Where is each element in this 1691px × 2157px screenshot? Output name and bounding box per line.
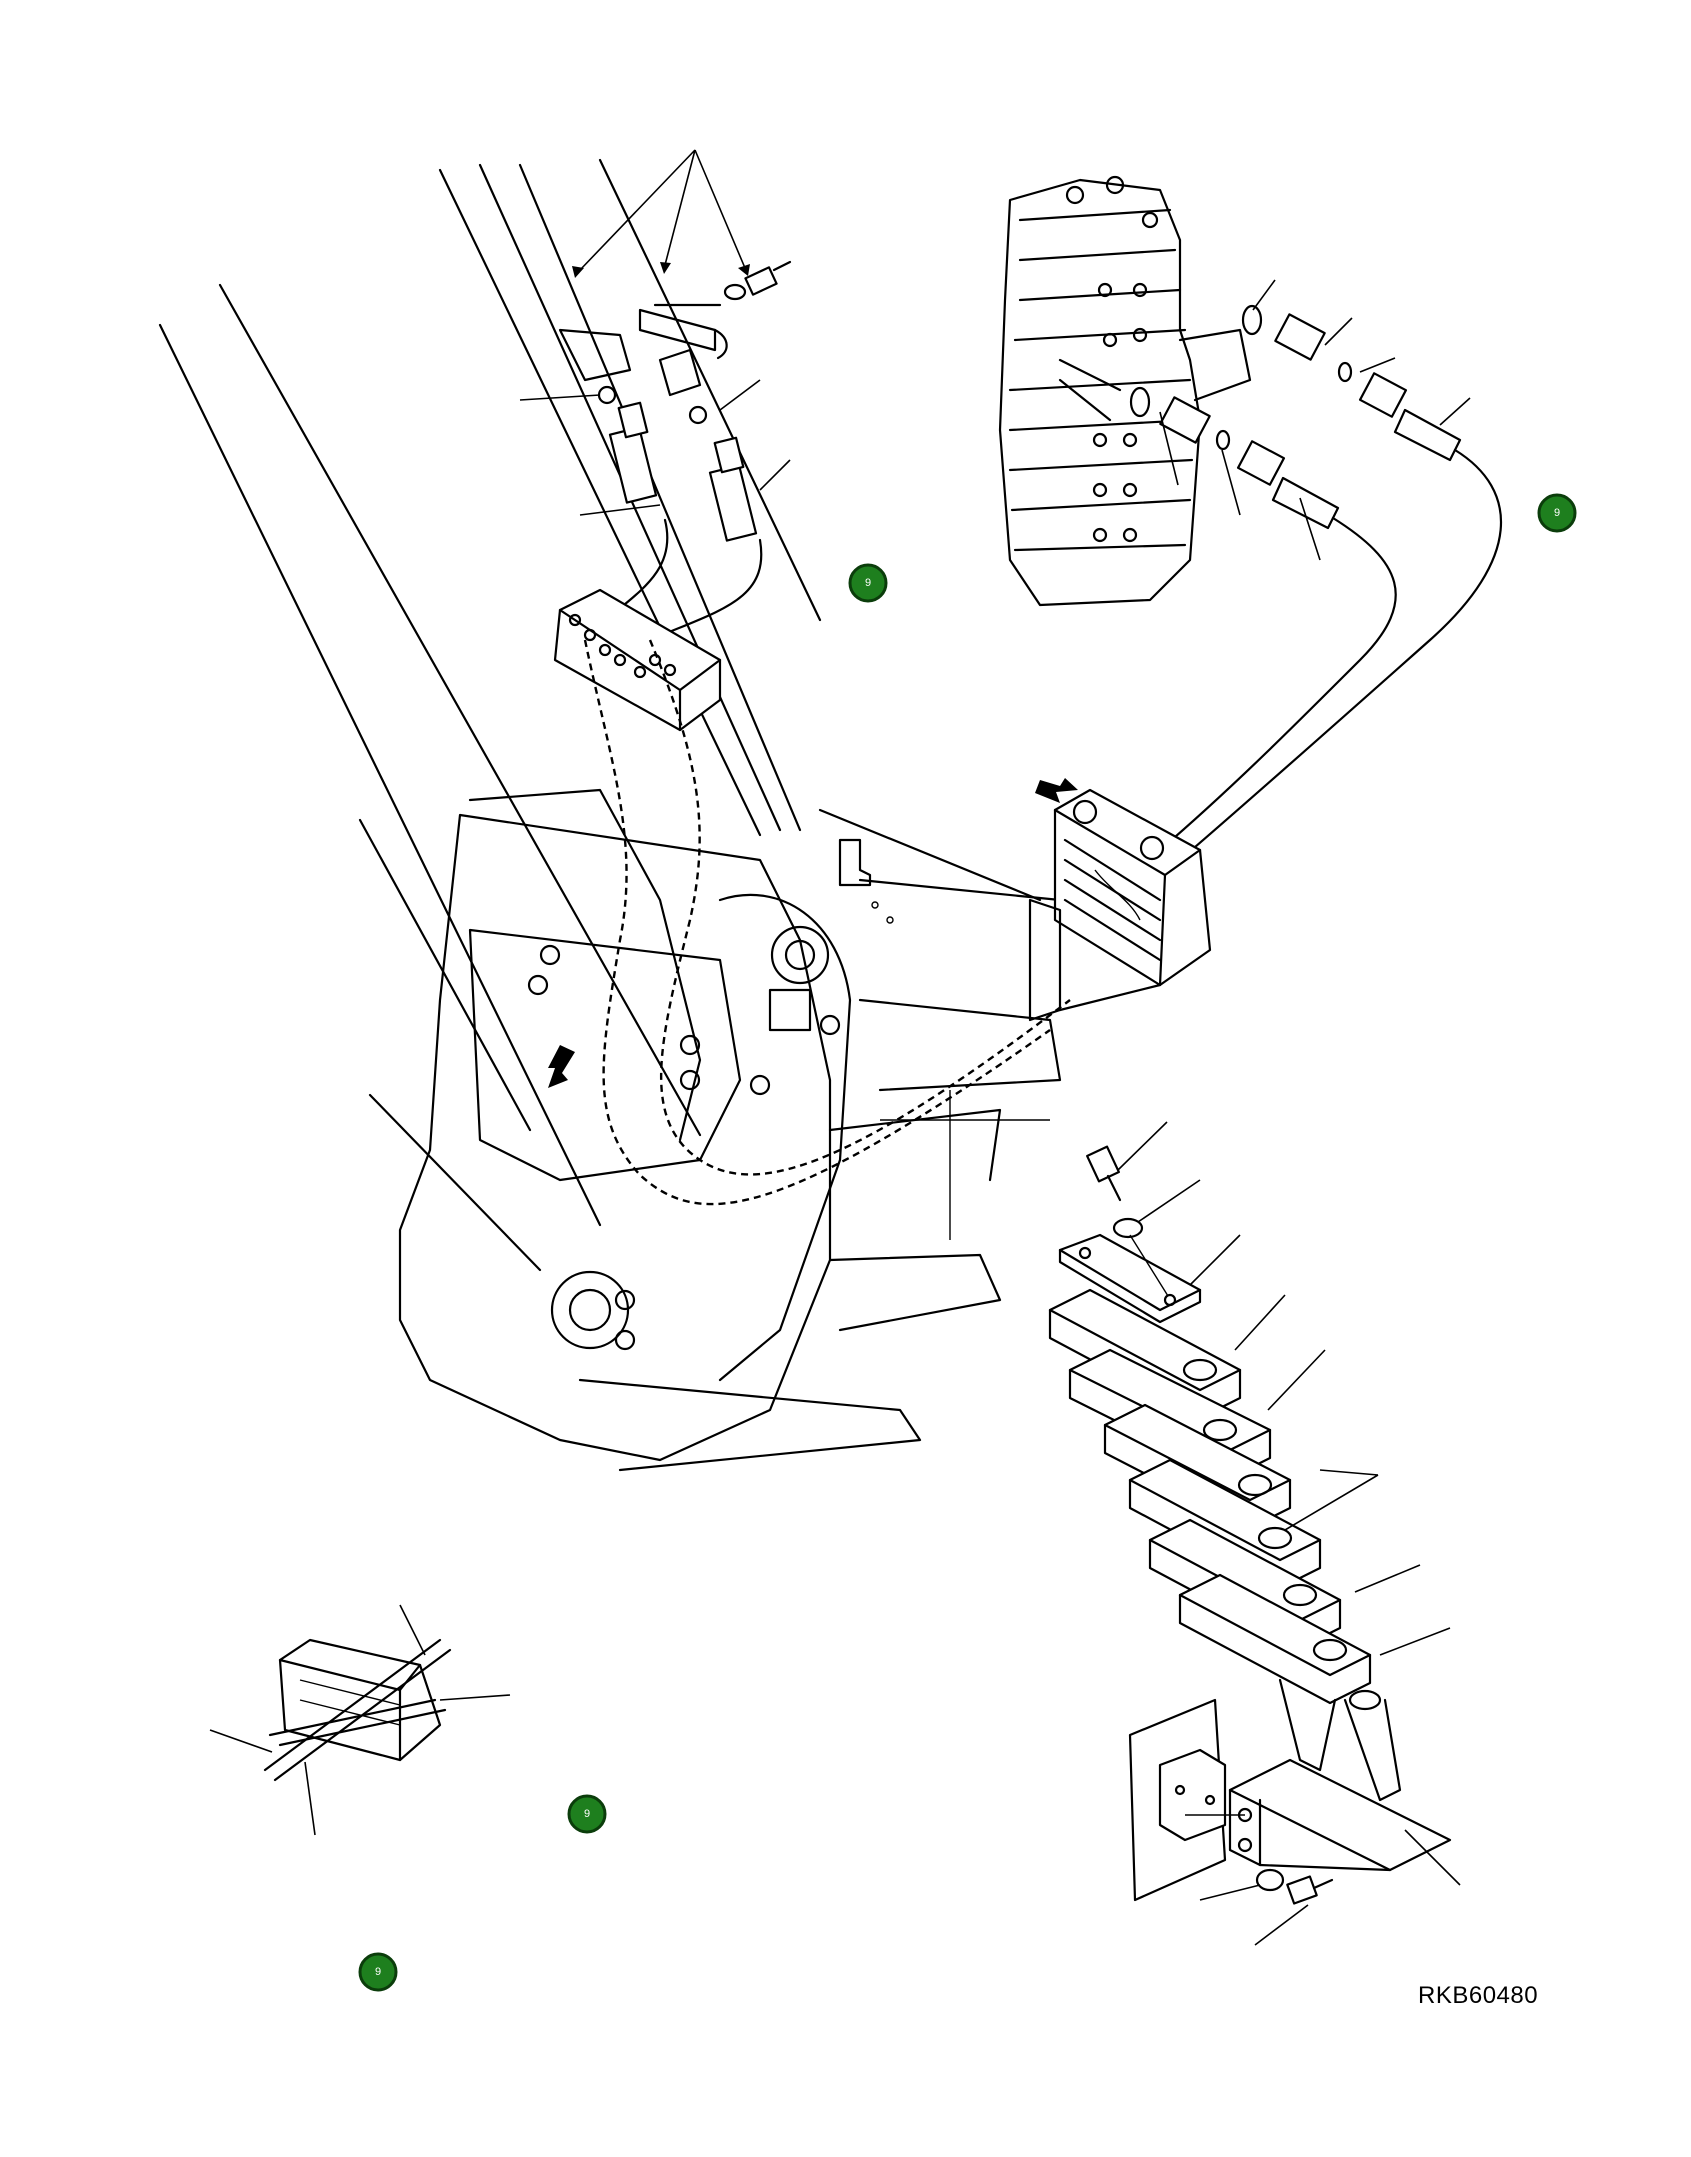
hose-clamp-bracket [1028,788,1212,1022]
exploded-clamp-stack [1048,1145,1452,1905]
drawing-id: RKB60480 [1418,1982,1539,2009]
callout-badge-9: 9 [358,1952,398,1992]
hose-routing-dashed [583,639,1071,1206]
callout-label: 9 [584,1808,590,1820]
callout-badge-9: 9 [848,563,888,603]
leader-arrows-top [519,149,791,516]
locator-arrow-icon [1035,778,1078,803]
hose-clamp-boom [553,588,722,732]
swing-bracket [398,808,1062,1472]
callout-label: 9 [375,1966,381,1978]
hose-assembly-top [558,260,792,642]
control-valve [998,175,1252,607]
leader-lines-stack [1117,1121,1461,1946]
boom-arm [158,158,822,1272]
leader-lines-detail [209,1604,511,1836]
callout-badge-9: 9 [567,1794,607,1834]
locator-arrow-icon [548,1045,575,1088]
hose-clamp-detail [263,1638,452,1782]
valve-fittings [1129,304,1503,862]
callout-label: 9 [865,577,871,589]
callout-badge-9: 9 [1537,493,1577,533]
callout-label: 9 [1554,507,1560,519]
leader-lines-valve [1159,279,1471,561]
